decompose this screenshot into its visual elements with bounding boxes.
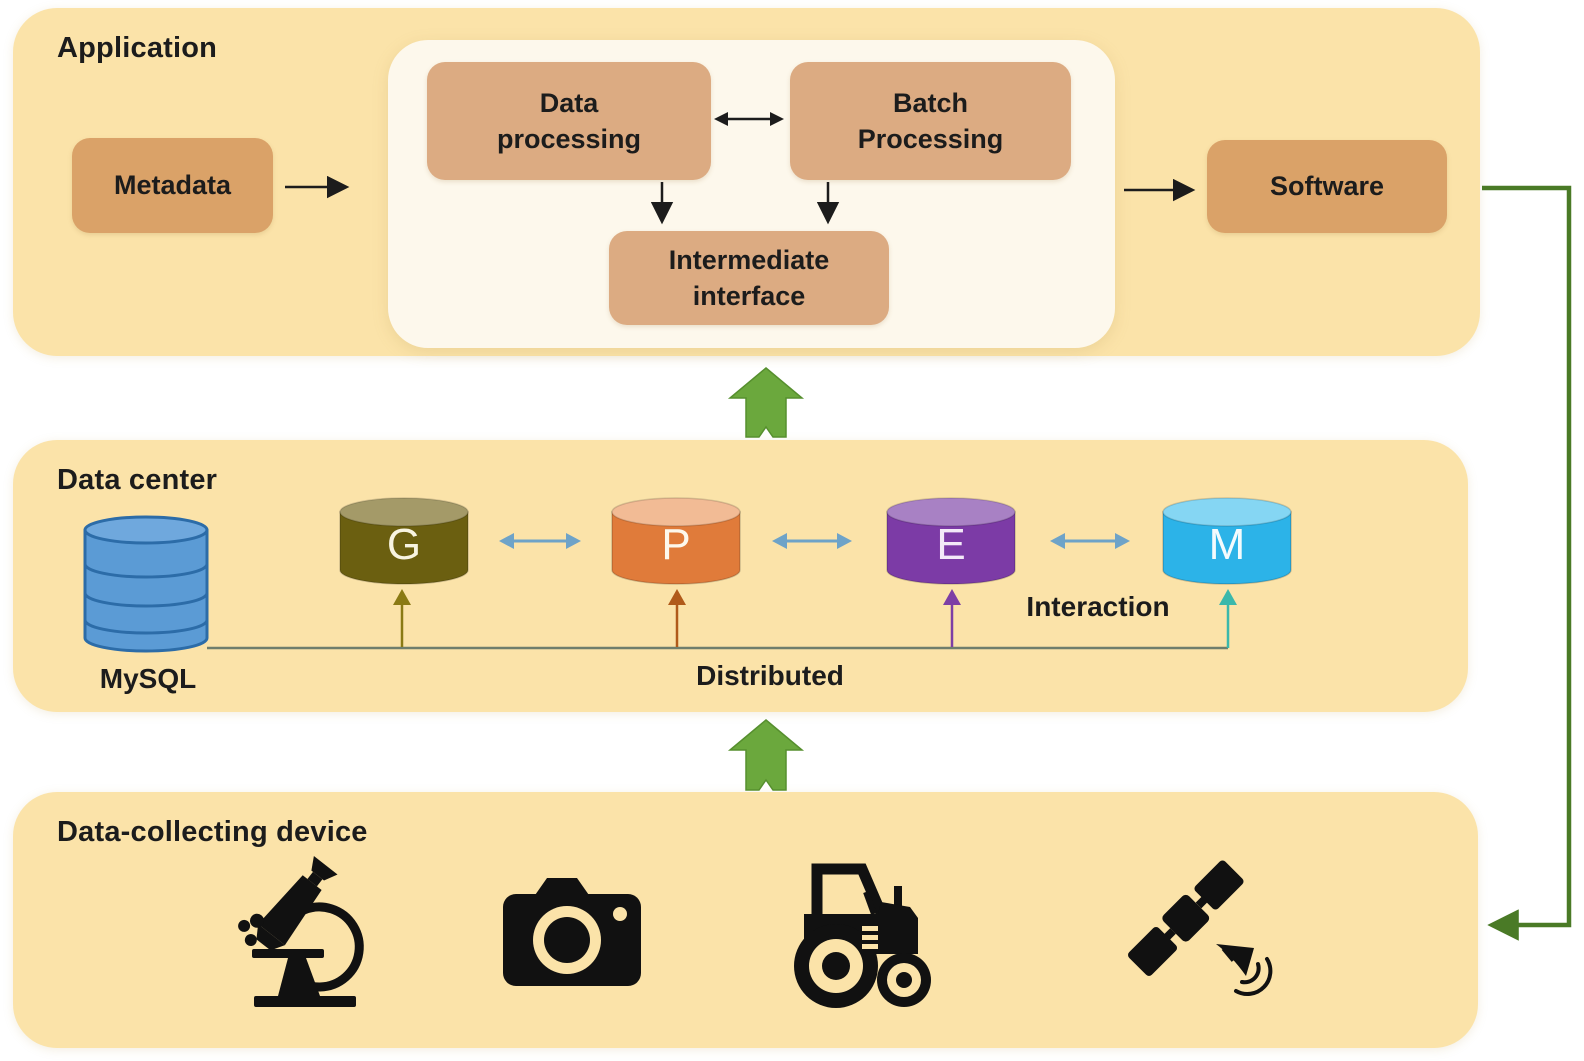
batch-processing-label: Batch Processing [857, 87, 1004, 154]
microscope-icon [238, 856, 364, 1007]
data-processing-label: Data processing [496, 87, 642, 154]
intermediate-interface-box: Intermediate interface [609, 231, 889, 325]
software-feedback-line [1482, 185, 1572, 941]
tractor-icon [794, 863, 931, 1008]
software-label: Software [1269, 171, 1385, 202]
application-title: Application [57, 32, 218, 64]
data-center-title: Data center [57, 464, 218, 496]
metadata-box: Metadata [72, 138, 273, 233]
batch-processing-box: Batch Processing [790, 62, 1071, 180]
satellite-icon [1128, 860, 1273, 997]
devices-to-datacenter-ribbon-arrow [727, 719, 805, 791]
data-processing-box: Data processing [427, 62, 711, 180]
distributed-label: Distributed [696, 660, 844, 691]
data-collecting-title: Data-collecting device [57, 816, 368, 848]
camera-icon [503, 878, 641, 986]
datacenter-to-application-ribbon-arrow [727, 367, 805, 438]
interaction-label: Interaction [1026, 591, 1170, 622]
mysql-label: MySQL [99, 663, 197, 694]
software-box: Software [1207, 140, 1447, 233]
intermediate-interface-label: Intermediate interface [668, 244, 830, 311]
metadata-label: Metadata [113, 170, 232, 201]
